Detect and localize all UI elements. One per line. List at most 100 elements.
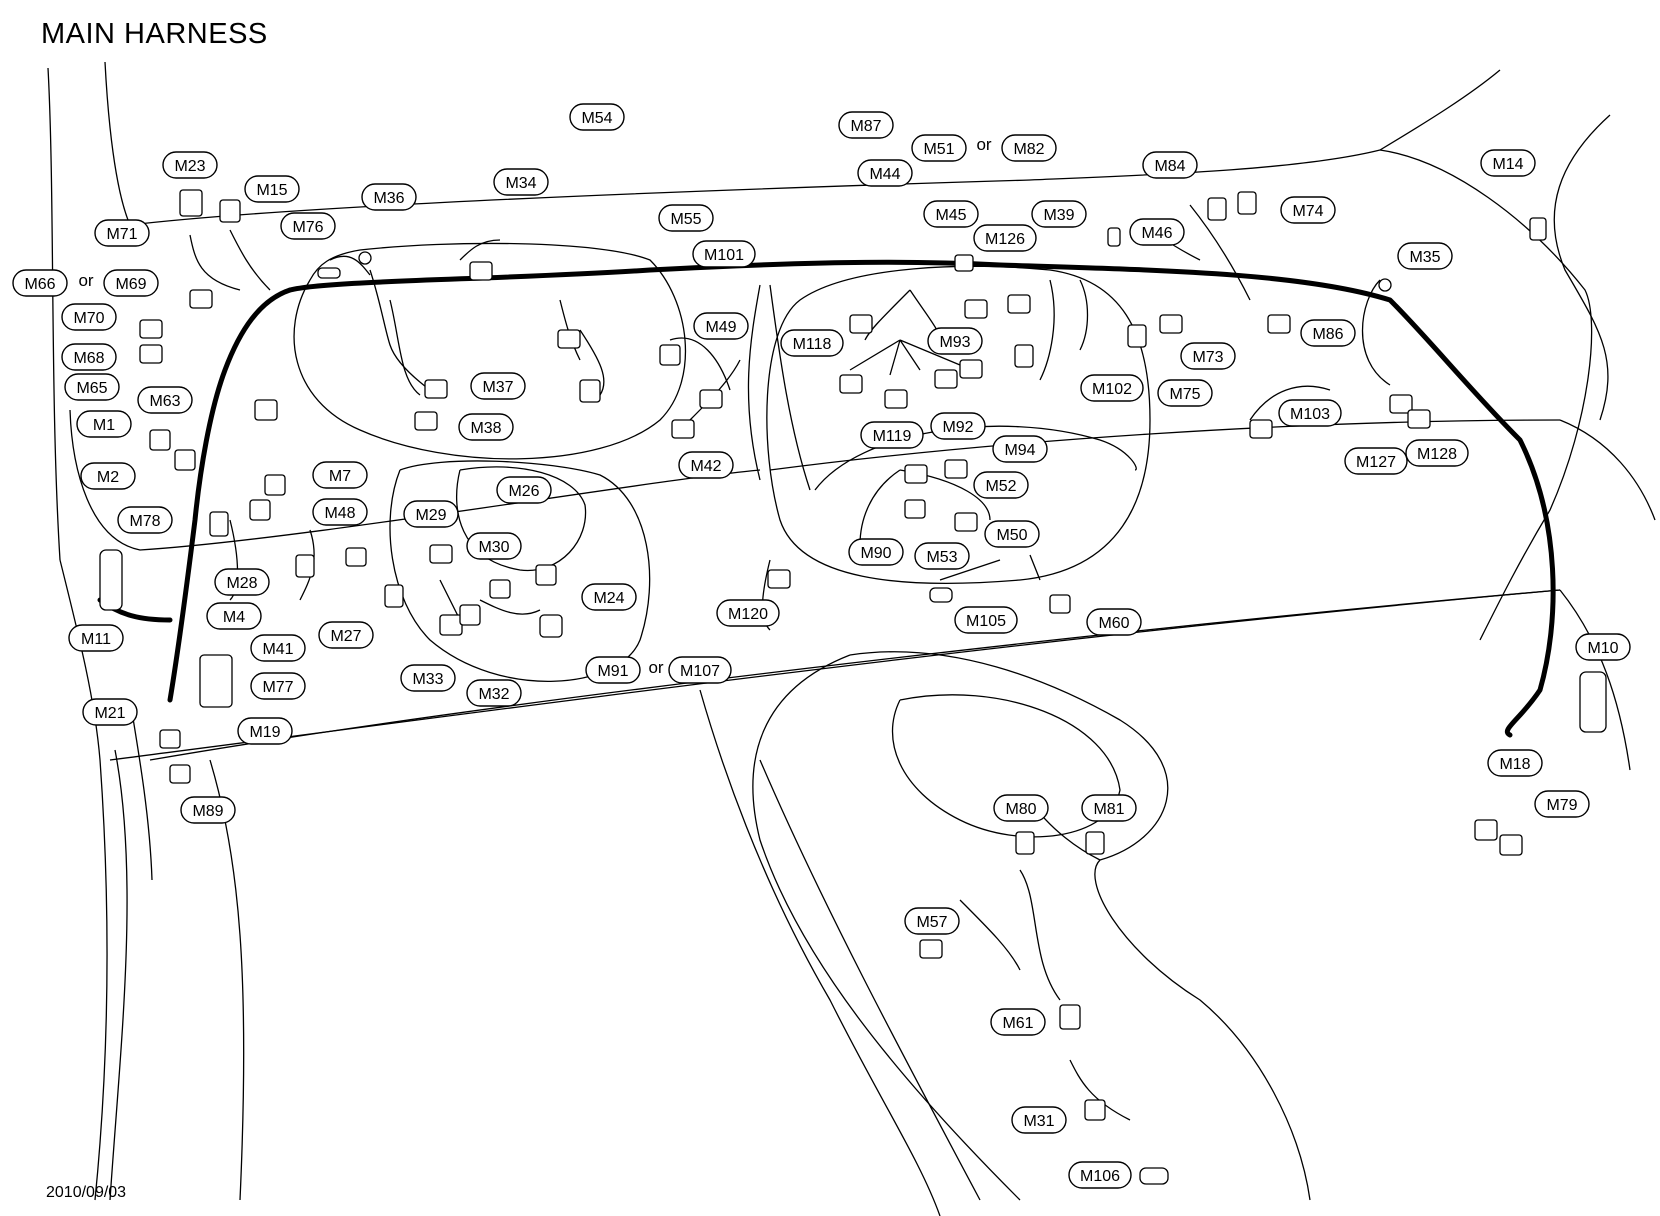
- label-pill: [250, 634, 306, 662]
- label-m89: M89: [180, 796, 236, 824]
- label-text: M101: [704, 247, 744, 264]
- label-pill: [569, 103, 625, 131]
- label-pill: [1081, 794, 1137, 822]
- label-text: M80: [1005, 801, 1036, 818]
- label-text: M119: [873, 428, 912, 445]
- label-pill: [312, 498, 368, 526]
- label-m78: M78: [117, 506, 173, 534]
- connector-m119: [884, 389, 908, 409]
- label-m55: M55: [658, 204, 714, 232]
- connector-m51: [849, 314, 873, 334]
- label-m14: M14: [1480, 149, 1536, 177]
- label-text: M107: [680, 663, 720, 680]
- connector-m42: [671, 419, 695, 439]
- label-text: M128: [1417, 446, 1457, 463]
- label-text: M105: [966, 613, 1006, 630]
- label-m54: M54: [569, 103, 625, 131]
- label-text: M19: [249, 724, 280, 741]
- label-pill: [94, 219, 150, 247]
- label-text: M54: [581, 110, 612, 127]
- label-pill: [693, 312, 749, 340]
- label-pill: [848, 538, 904, 566]
- label-m7: M7: [312, 461, 368, 489]
- label-text: M77: [262, 679, 293, 696]
- label-text: M35: [1409, 249, 1440, 266]
- label-m1: M1: [76, 410, 132, 438]
- label-pill: [466, 532, 522, 560]
- label-pill: [400, 664, 456, 692]
- label-pill: [206, 602, 262, 630]
- label-m71: M71: [94, 219, 150, 247]
- connector-m71: [189, 289, 213, 309]
- connector-m45: [954, 254, 974, 272]
- label-m94: M94: [992, 435, 1048, 463]
- label-text: M76: [292, 219, 323, 236]
- label-text: M29: [415, 507, 446, 524]
- label-m44: M44: [857, 159, 913, 187]
- label-m36: M36: [361, 183, 417, 211]
- label-text: M79: [1546, 797, 1577, 814]
- label-text: M69: [115, 276, 146, 293]
- label-pill: [496, 476, 552, 504]
- diagram-title: MAIN HARNESS: [41, 18, 268, 50]
- label-pill: [1031, 200, 1087, 228]
- connector-m103: [1249, 419, 1273, 439]
- label-pill: [1397, 242, 1453, 270]
- label-m82: M82: [1001, 134, 1057, 162]
- label-pill: [581, 583, 637, 611]
- label-m92: M92: [930, 412, 986, 440]
- label-text: M26: [508, 483, 539, 500]
- label-text: M102: [1092, 381, 1132, 398]
- label-m19: M19: [237, 717, 293, 745]
- label-text: M34: [505, 175, 536, 192]
- connector-m92: [934, 369, 958, 389]
- label-pill: [678, 451, 734, 479]
- label-pill: [1534, 790, 1590, 818]
- connector-m61: [1059, 1004, 1081, 1030]
- label-text: M28: [226, 575, 257, 592]
- label-pill: [838, 111, 894, 139]
- label-pill: [244, 175, 300, 203]
- connector-m77: [199, 654, 233, 708]
- label-pill: [466, 679, 522, 707]
- label-pill: [914, 542, 970, 570]
- label-pill: [80, 462, 136, 490]
- label-m74: M74: [1280, 196, 1336, 224]
- connector-m55: [579, 379, 601, 403]
- label-m77: M77: [250, 672, 306, 700]
- label-m23: M23: [162, 151, 218, 179]
- label-m120: M120: [716, 599, 780, 627]
- connector-m73: [1159, 314, 1183, 334]
- label-text: M71: [106, 226, 137, 243]
- connector-m78: [209, 511, 229, 537]
- label-m53: M53: [914, 542, 970, 570]
- label-text: M55: [670, 211, 701, 228]
- label-text: M82: [1013, 141, 1044, 158]
- label-text: M90: [860, 545, 891, 562]
- connector-m32: [459, 604, 481, 626]
- connector-m120: [767, 569, 791, 589]
- label-m57: M57: [904, 907, 960, 935]
- label-pill: [1068, 1161, 1132, 1189]
- label-m75: M75: [1157, 379, 1213, 407]
- label-text: M81: [1093, 801, 1124, 818]
- label-text: M32: [478, 686, 509, 703]
- label-m84: M84: [1142, 151, 1198, 179]
- label-pill: [162, 151, 218, 179]
- label-pill: [64, 373, 120, 401]
- label-m69: M69: [103, 269, 159, 297]
- connector-m35: [1378, 278, 1392, 292]
- connector-m27: [384, 584, 404, 608]
- label-text: M60: [1098, 615, 1129, 632]
- label-m91: M91: [585, 656, 641, 684]
- label-m15: M15: [244, 175, 300, 203]
- label-pill: [1487, 749, 1543, 777]
- label-m118: M118: [780, 329, 844, 357]
- label-text: M86: [1312, 326, 1343, 343]
- label-m79: M79: [1534, 790, 1590, 818]
- label-text: M11: [81, 631, 111, 648]
- label-pill: [1300, 319, 1356, 347]
- label-pill: [82, 698, 138, 726]
